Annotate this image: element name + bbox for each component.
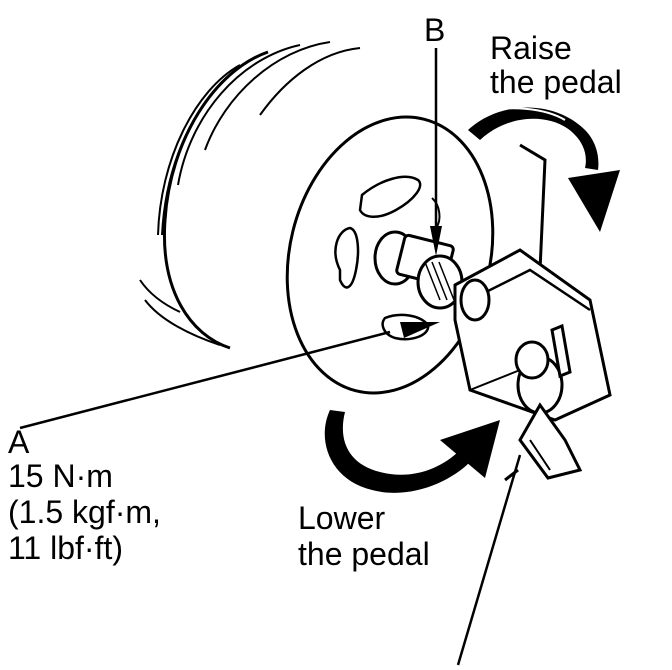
- leader-arrow-b-icon: [430, 226, 442, 256]
- lower-pedal-arrow-icon: [324, 410, 500, 493]
- leader-line-a: [19, 330, 391, 430]
- raise-pedal-arrow-icon: [468, 107, 620, 232]
- pedal-leader-line: [456, 454, 522, 666]
- label-raise-line1: Raise: [490, 30, 572, 66]
- leader-arrow-a-icon: [400, 322, 440, 338]
- pushrod-clevis-nut: [373, 230, 464, 310]
- label-a: A: [8, 424, 30, 460]
- clevis-pin-clip: [504, 323, 583, 482]
- label-lower-line1: Lower: [298, 500, 386, 536]
- torque-lbf: 11 lbf·ft): [8, 530, 123, 566]
- label-lower-line2: the pedal: [298, 536, 430, 572]
- torque-nm: 15 N·m: [8, 458, 113, 494]
- torque-kgf: (1.5 kgf·m,: [8, 494, 161, 530]
- label-raise-line2: the pedal: [490, 64, 622, 100]
- label-b: B: [424, 12, 446, 48]
- pedal-clevis-bracket: [453, 143, 612, 422]
